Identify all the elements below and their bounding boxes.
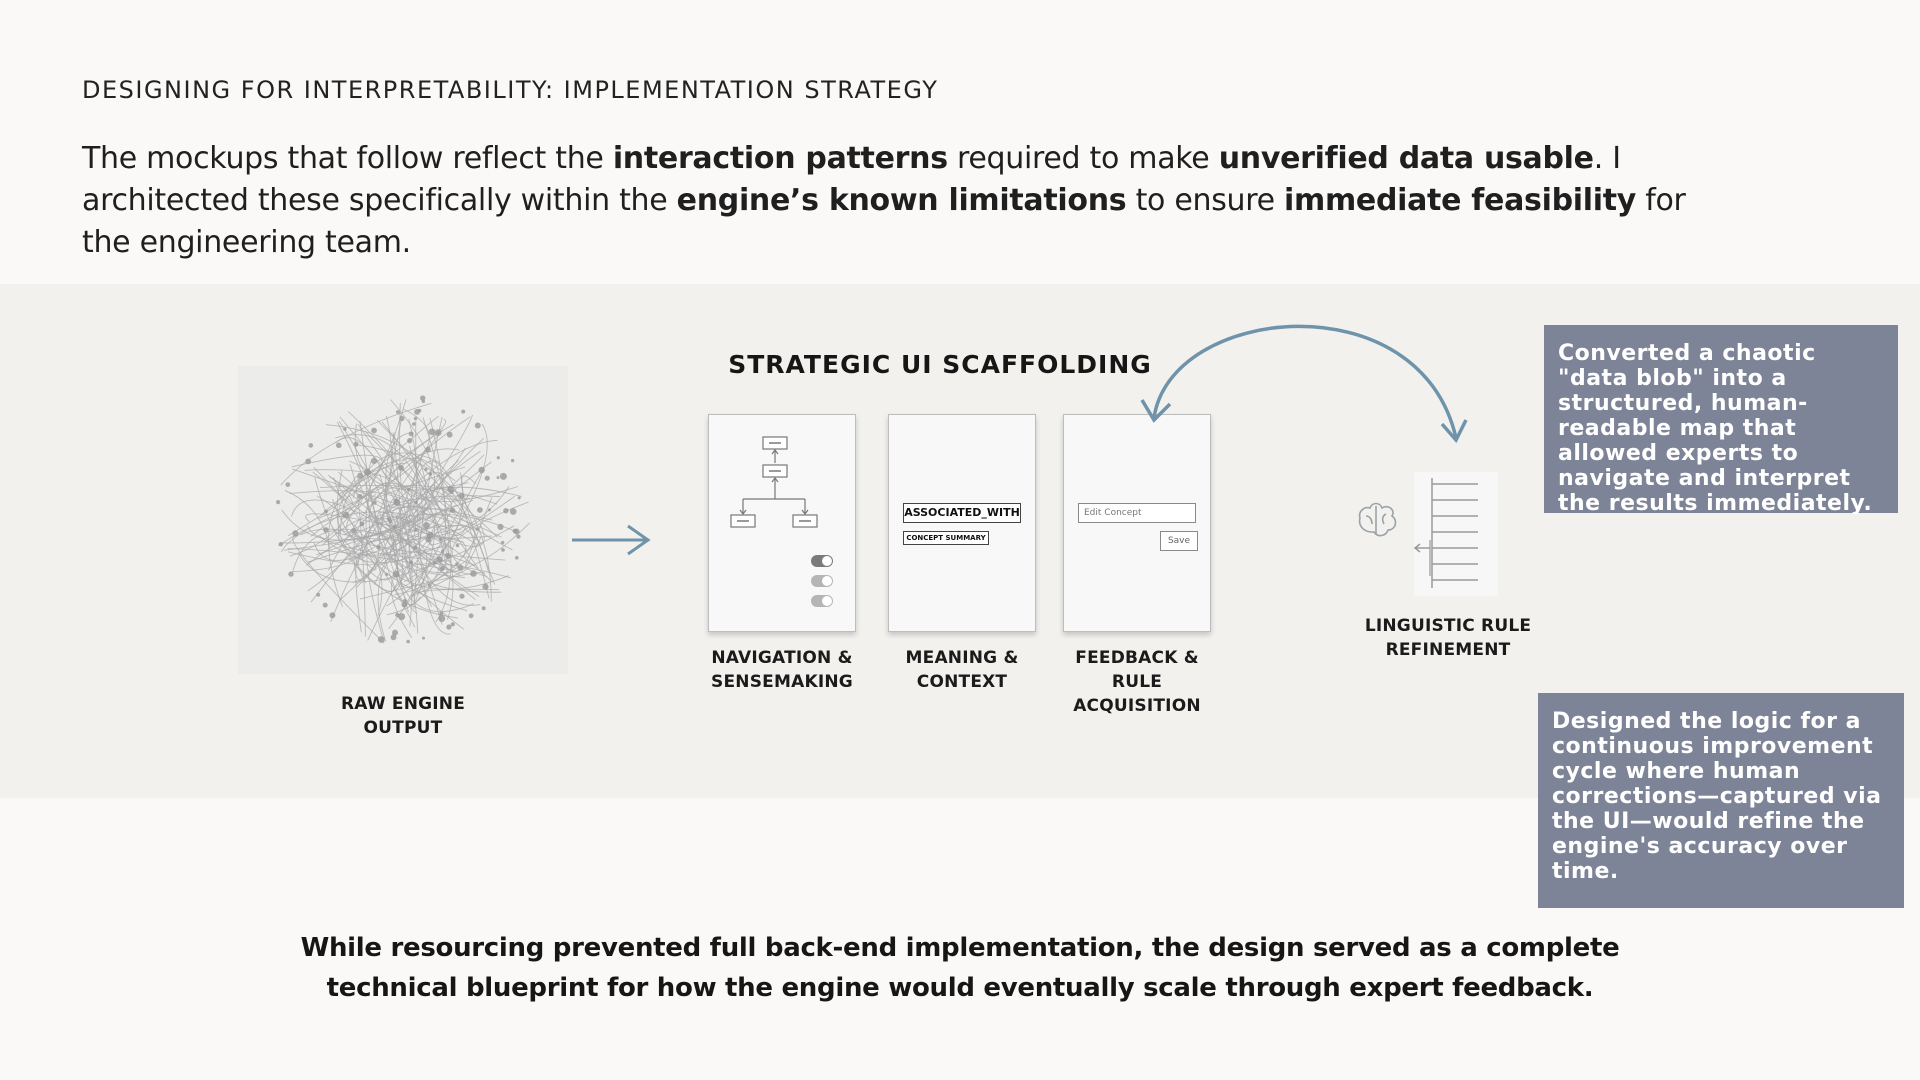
intro-emphasis: unverified data usable	[1218, 141, 1594, 176]
tangled-network-graphic	[276, 395, 530, 644]
intro-text: . I architected these specifically withi…	[82, 141, 1621, 218]
footer-line: While resourcing prevented full back-end…	[300, 933, 1620, 963]
meaning-mockup-card: ASSOCIATED_WITH CONCEPT SUMMARY	[888, 414, 1036, 632]
label-line: FEEDBACK &	[1075, 648, 1199, 668]
intro-text: to ensure	[1126, 183, 1284, 218]
label-line: MEANING &	[905, 648, 1019, 668]
footer-statement: While resourcing prevented full back-end…	[300, 928, 1620, 1008]
intro-text: required to make	[947, 141, 1219, 176]
rule-refinement-label: LINGUISTIC RULE REFINEMENT	[1360, 614, 1536, 662]
label-line: OUTPUT	[363, 718, 443, 738]
associated-with-tag: ASSOCIATED_WITH	[903, 503, 1021, 523]
callout-structured-map: Converted a chaotic "data blob" into a s…	[1544, 325, 1898, 516]
brain-icon	[1358, 502, 1397, 537]
footer-line: technical blueprint for how the engine w…	[326, 973, 1594, 1003]
intro-text: for the engineering team.	[82, 183, 1686, 260]
navigation-label: NAVIGATION & SENSEMAKING	[694, 646, 870, 694]
feedback-mockup-card: Edit Concept Save	[1063, 414, 1211, 632]
edit-concept-field[interactable]: Edit Concept	[1078, 503, 1196, 523]
save-button[interactable]: Save	[1160, 531, 1198, 551]
raw-engine-output-image	[238, 366, 568, 674]
intro-emphasis: engine’s known limitations	[676, 183, 1127, 218]
label-line: REFINEMENT	[1385, 640, 1511, 660]
intro-paragraph: The mockups that follow reflect the inte…	[82, 138, 1702, 264]
label-line: NAVIGATION &	[711, 648, 853, 668]
raw-engine-output-label: RAW ENGINE OUTPUT	[318, 692, 488, 740]
label-line: RAW ENGINE	[340, 694, 466, 714]
label-line: ACQUISITION	[1073, 696, 1201, 716]
label-line: SENSEMAKING	[711, 672, 853, 692]
scaffold-title: STRATEGIC UI SCAFFOLDING	[728, 350, 1152, 379]
callout-improvement-cycle: Designed the logic for a continuous impr…	[1538, 693, 1904, 908]
concept-summary-tag: CONCEPT SUMMARY	[903, 531, 989, 545]
feedback-label: FEEDBACK & RULE ACQUISITION	[1049, 646, 1225, 718]
label-line: LINGUISTIC RULE	[1364, 616, 1532, 636]
right-arrow-icon	[572, 524, 651, 556]
feedback-loop-arrow-icon	[1140, 324, 1468, 444]
intro-emphasis: immediate feasibility	[1284, 183, 1636, 218]
intro-text: The mockups that follow reflect the	[82, 141, 613, 176]
rule-refinement-graphic	[1358, 472, 1498, 596]
navigation-mockup-card	[708, 414, 856, 632]
label-line: CONTEXT	[916, 672, 1008, 692]
meaning-label: MEANING & CONTEXT	[874, 646, 1050, 694]
tree-hierarchy-icon	[730, 436, 833, 607]
intro-emphasis: interaction patterns	[612, 141, 948, 176]
label-line: RULE	[1111, 672, 1163, 692]
eyebrow-heading: DESIGNING FOR INTERPRETABILITY: IMPLEMEN…	[82, 76, 939, 104]
